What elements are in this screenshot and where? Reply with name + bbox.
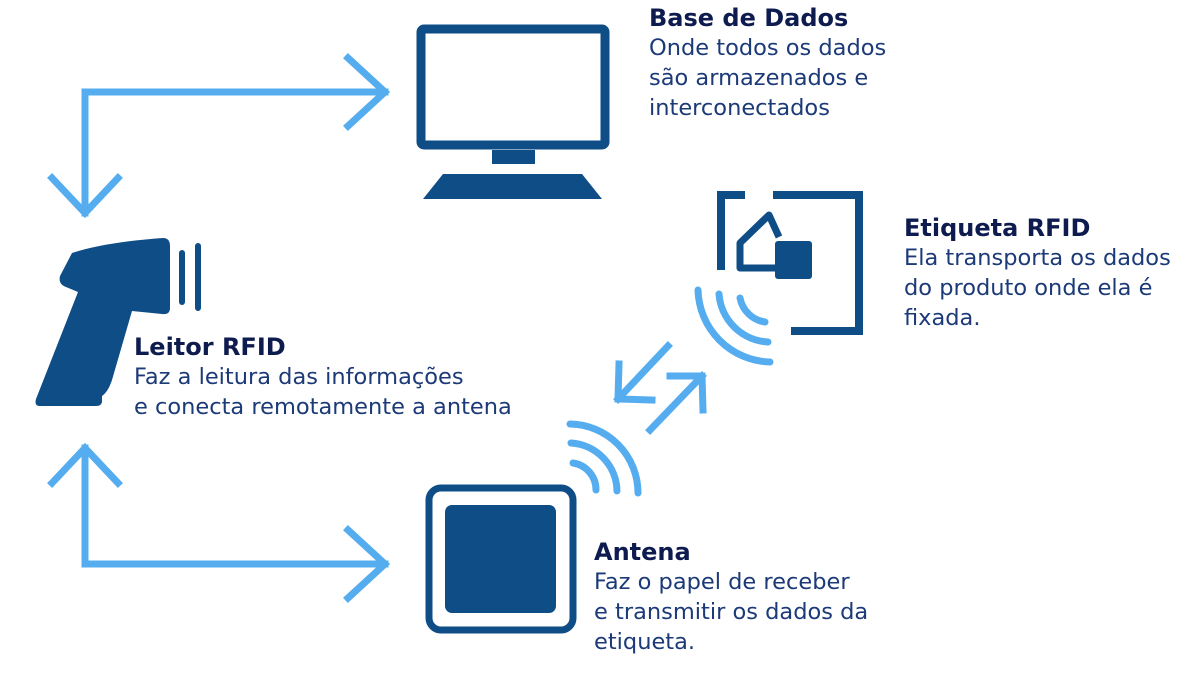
antenna-title: Antena: [594, 538, 691, 566]
rfid-tag-title: Etiqueta RFID: [904, 214, 1091, 242]
rfid-reader-desc-line: e conecta remotamente a antena: [134, 394, 512, 420]
rfid-reader-label: Leitor RFID Faz a leitura das informaçõe…: [134, 332, 512, 422]
antenna-desc-line: e transmitir os dados da: [594, 599, 869, 625]
rfid-tag-desc-line: do produto onde ela é: [904, 275, 1153, 301]
antenna-icon: [425, 484, 577, 634]
computer-monitor-icon: [416, 24, 610, 199]
database-label: Base de Dados Onde todos os dados são ar…: [649, 3, 886, 123]
rfid-reader-desc-line: Faz a leitura das informações: [134, 364, 464, 390]
rfid-tag-desc-line: Ela transporta os dados: [904, 245, 1171, 271]
rfid-tag-icon: [717, 191, 863, 335]
rfid-reader-title: Leitor RFID: [134, 333, 286, 361]
rfid-reader-icon: [35, 238, 201, 406]
antenna-desc-line: etiqueta.: [594, 629, 696, 655]
antenna-signal-waves-icon: [566, 420, 642, 497]
arrow-reader-to-database: [47, 53, 391, 219]
rfid-tag-label: Etiqueta RFID Ela transporta os dados do…: [904, 213, 1171, 333]
arrow-tag-to-antenna: [613, 341, 673, 404]
database-desc-line: interconectados: [649, 95, 830, 121]
database-desc-line: Onde todos os dados: [649, 35, 887, 61]
rfid-tag-desc-line: fixada.: [904, 305, 981, 331]
arrow-antenna-to-tag: [645, 371, 707, 435]
database-desc-line: são armazenados e: [649, 65, 869, 91]
arrow-reader-to-antenna: [47, 442, 391, 603]
antenna-label: Antena Faz o papel de receber e transmit…: [594, 537, 868, 657]
tag-signal-waves-icon: [694, 286, 774, 366]
antenna-desc-line: Faz o papel de receber: [594, 569, 850, 595]
database-title: Base de Dados: [649, 4, 849, 32]
